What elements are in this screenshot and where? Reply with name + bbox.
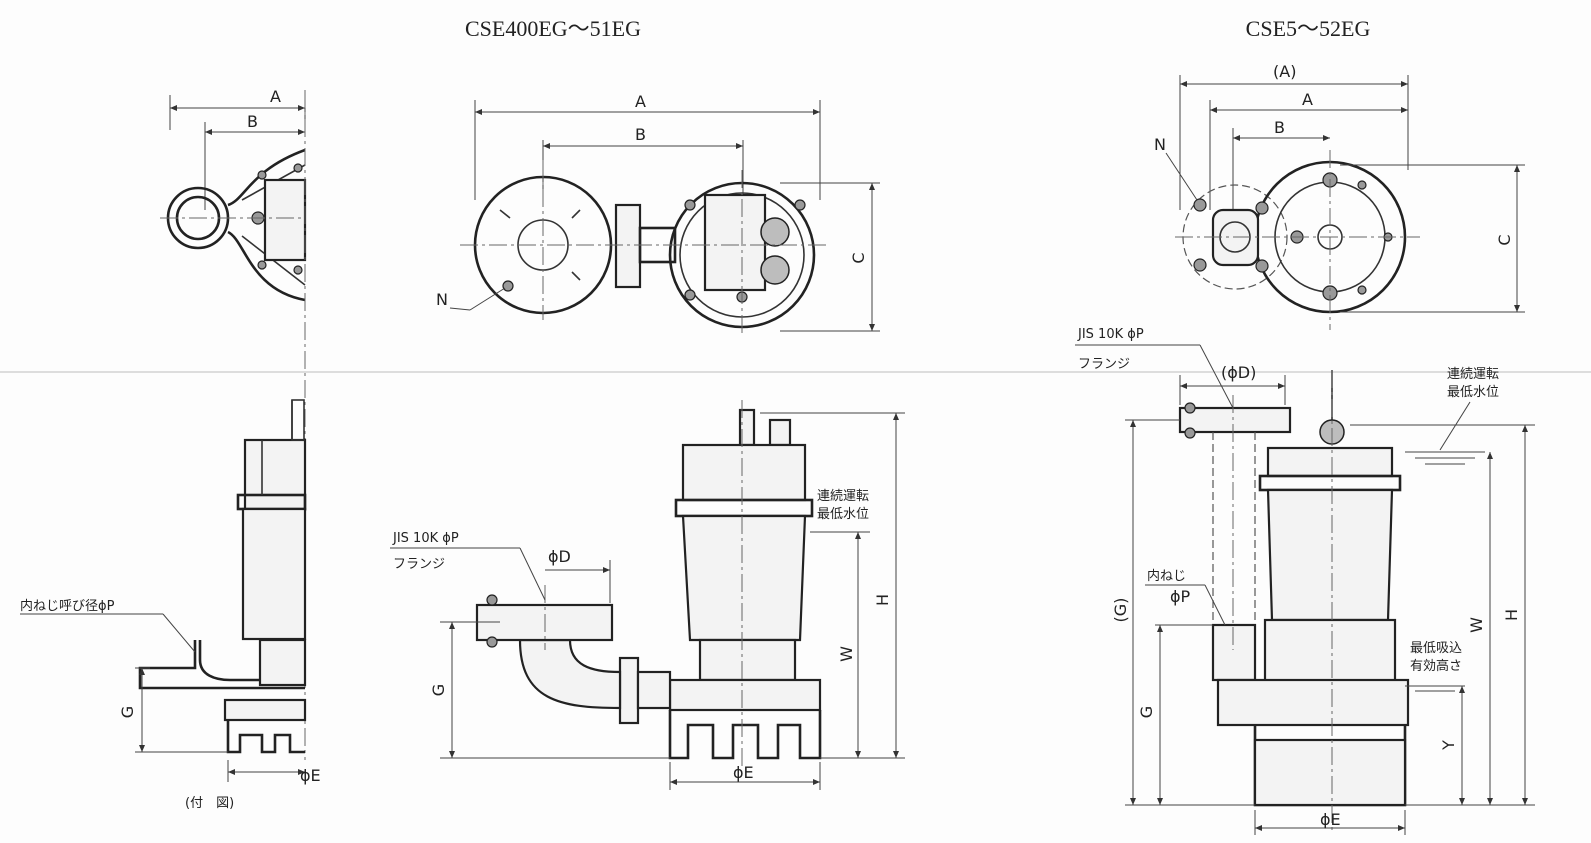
note-continuous-2-cse400: 最低水位	[817, 507, 869, 522]
note-min-suction-1-cse5: 最低吸込	[1410, 641, 1462, 656]
dim-a-cse400: A	[635, 92, 646, 111]
note-inner-thread-cse5: 内ねじ	[1147, 568, 1186, 584]
label-n-cse5: N	[1154, 135, 1166, 154]
dim-e-cse400: ϕE	[733, 763, 754, 782]
cse400eg-drawing: A B C N	[390, 92, 905, 790]
dim-b-cse400: B	[635, 125, 646, 144]
dim-g-cse400: G	[429, 684, 448, 696]
note-jis-flange-1-cse400: JIS 10K ϕP	[392, 531, 459, 546]
note-jis-flange-2-cse5: フランジ	[1078, 357, 1130, 372]
dim-g-cse5: G	[1137, 706, 1156, 718]
figure-caption: (付 図)	[185, 796, 234, 811]
dim-e-appendix: ϕE	[300, 766, 321, 785]
dim-w-cse5: W	[1467, 617, 1486, 633]
appendix-figure: A B G ϕE 内ねじ呼び径ϕP	[20, 87, 321, 811]
dim-b-cse5: B	[1274, 118, 1285, 137]
dim-d-cse400: ϕD	[548, 547, 571, 566]
dim-c-cse5: C	[1495, 234, 1514, 245]
note-jis-flange-1-cse5: JIS 10K ϕP	[1077, 327, 1144, 342]
title-cse5: CSE5～52EG	[1246, 16, 1371, 41]
dim-d-paren-cse5: (ϕD)	[1221, 363, 1256, 382]
note-thread-p-cse5: ϕP	[1170, 587, 1191, 606]
note-min-suction-2-cse5: 有効高さ	[1410, 658, 1462, 674]
dim-g-paren-cse5: (G)	[1111, 598, 1130, 623]
dim-c-cse400: C	[849, 252, 868, 263]
note-jis-flange-2-cse400: フランジ	[393, 557, 445, 572]
dim-w-cse400: W	[837, 646, 856, 662]
dim-g-appendix: G	[118, 706, 137, 718]
note-inner-thread-size: 内ねじ呼び径ϕP	[20, 598, 115, 614]
title-cse400eg: CSE400EG～51EG	[465, 16, 641, 41]
note-continuous-1-cse400: 連続運転	[817, 489, 869, 504]
dim-b-appendix: B	[247, 112, 258, 131]
label-n-cse400: N	[436, 290, 448, 309]
dim-a-paren-cse5: (A)	[1273, 62, 1296, 81]
cse5-drawing: (A) A B C N	[1075, 62, 1535, 835]
dim-h-cse400: H	[873, 594, 892, 606]
dim-y-cse5: Y	[1439, 740, 1458, 751]
dim-a-cse5: A	[1302, 90, 1313, 109]
dim-a-appendix: A	[270, 87, 281, 106]
note-continuous-1-cse5: 連続運転	[1447, 367, 1499, 382]
dim-e-cse5: ϕE	[1320, 810, 1341, 829]
dim-h-cse5: H	[1502, 609, 1521, 621]
note-continuous-2-cse5: 最低水位	[1447, 385, 1499, 400]
